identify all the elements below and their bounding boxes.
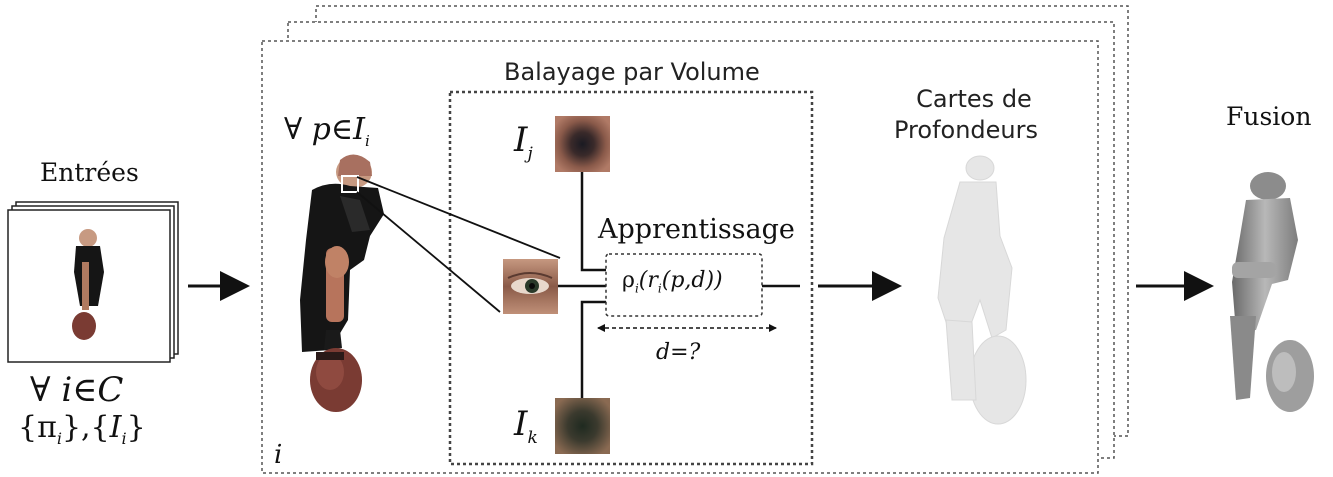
forall-symbol: ∀: [30, 370, 51, 410]
inputs-title: Entrées: [40, 158, 139, 187]
images-text: I: [109, 410, 122, 445]
stage-statue-image: [300, 154, 384, 412]
patch-ij: [555, 116, 610, 172]
params-close: },{: [61, 410, 110, 445]
patch-ik: [555, 398, 610, 454]
camera-set: C: [97, 370, 124, 410]
camera-index-var: i: [61, 370, 73, 410]
input-statue-thumbnail: [72, 229, 104, 340]
zoom-line-bottom: [356, 191, 501, 313]
patch-ij-label: Ij: [514, 120, 533, 164]
connector-ij: [580, 172, 606, 272]
formula-tail: (p,d)): [661, 268, 723, 293]
stage-index-label: i: [274, 440, 283, 470]
params-sub: i: [56, 429, 62, 448]
images-close: }: [126, 410, 146, 445]
patch-ij-letter: I: [514, 120, 528, 160]
depth-question-label: d=?: [656, 340, 701, 365]
patch-ik-label: Ik: [514, 404, 538, 448]
params-text: {π: [18, 410, 57, 445]
element-of-symbol: ∈: [72, 370, 98, 410]
connector-ik: [580, 300, 606, 398]
patch-ik-letter: I: [514, 404, 528, 444]
learning-formula: ρi(ri(p,d)): [622, 268, 723, 295]
fusion-title: Fusion: [1226, 102, 1312, 131]
learning-label: Apprentissage: [598, 214, 795, 245]
patch-ij-sub: j: [527, 143, 533, 164]
fused-mesh-image: [1230, 172, 1314, 412]
depth-maps-title: Cartes de Profondeurs: [894, 84, 1038, 146]
forall-symbol: ∀: [284, 112, 303, 147]
rho-symbol: ρ: [622, 268, 635, 293]
image-set-sub: i: [364, 132, 370, 150]
pixel-var: p: [311, 112, 331, 147]
volume-sweep-title: Balayage par Volume: [504, 58, 760, 86]
depth-maps-title-line2: Profondeurs: [894, 116, 1038, 144]
inputs-condition: ∀ i∈C: [30, 370, 123, 410]
image-set: I: [353, 112, 365, 147]
input-image-stack: [7, 201, 179, 363]
images-sub: i: [121, 429, 127, 448]
pixel-condition: ∀ p∈Ii: [284, 112, 370, 150]
depth-maps-title-line1: Cartes de: [916, 85, 1032, 113]
inputs-params: {πi},{Ii}: [18, 410, 146, 448]
volume-sweep-box: [448, 90, 814, 466]
element-of-symbol: ∈: [330, 112, 354, 147]
zoom-line-top: [356, 176, 561, 259]
formula-r: (r: [638, 268, 658, 293]
depth-map-image: [937, 155, 1027, 425]
r-sub: i: [657, 281, 662, 296]
rho-sub: i: [634, 281, 639, 296]
reference-patch: [503, 259, 558, 314]
patch-ik-sub: k: [527, 427, 538, 448]
selected-pixel-box: [341, 175, 359, 193]
